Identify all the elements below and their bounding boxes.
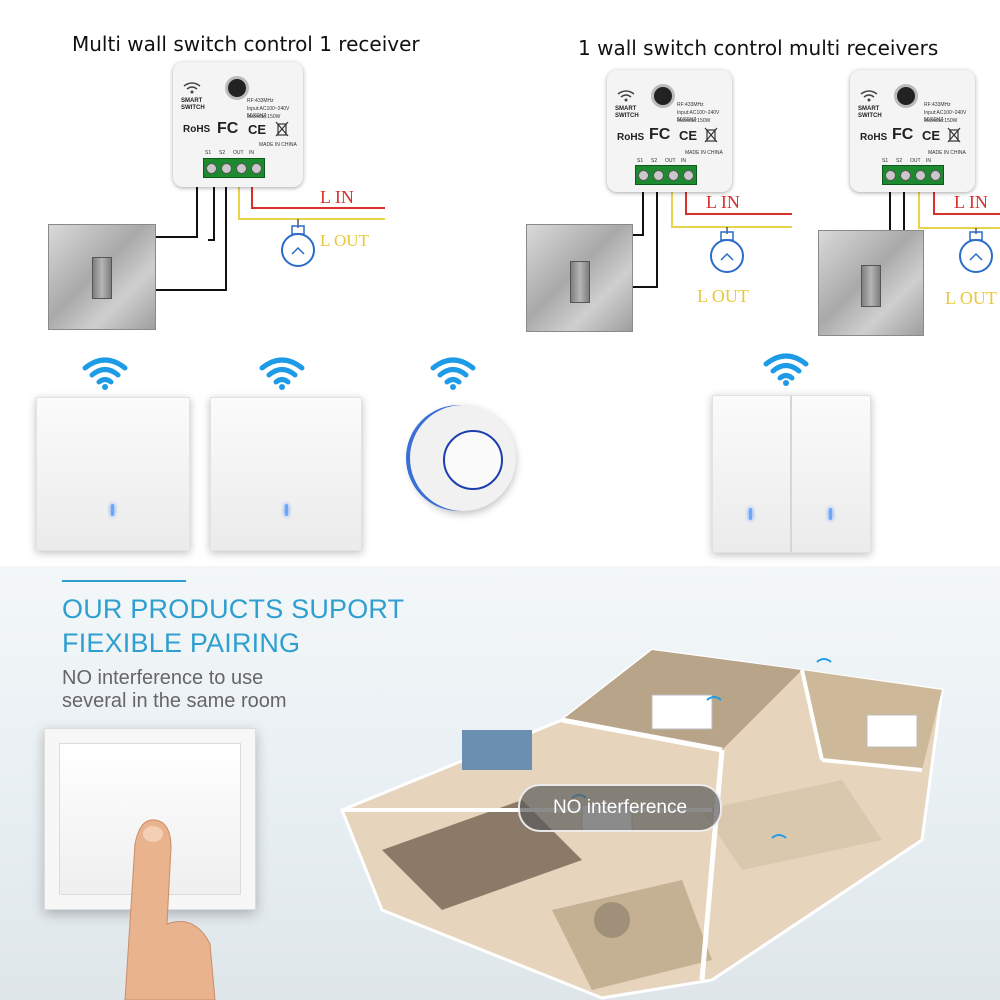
module-made-in-text: MADE IN CHINA xyxy=(685,150,723,156)
module-label-smart: SMART xyxy=(615,106,637,112)
heading-multi-switch-one-receiver: Multi wall switch control 1 receiver xyxy=(72,32,420,56)
led-indicator-left xyxy=(749,508,752,520)
promo-title-line2: FIEXIBLE PAIRING xyxy=(62,628,301,658)
gang-divider xyxy=(790,396,792,552)
crossed-bin-icon xyxy=(704,127,718,143)
module-made-in-text: MADE IN CHINA xyxy=(259,142,297,148)
wifi-signal-icon xyxy=(430,357,476,390)
terminal-label-s1: S1 xyxy=(882,158,889,164)
terminal-label-s2: S2 xyxy=(219,150,226,156)
terminal-label-in: IN xyxy=(249,150,254,156)
pressing-finger-icon xyxy=(124,819,216,1000)
module-made-in-text: MADE IN CHINA xyxy=(928,150,966,156)
terminal-block xyxy=(882,165,944,185)
wall-switch-plate-3 xyxy=(818,230,924,336)
terminal-label-s2: S2 xyxy=(896,158,903,164)
promo-sub-line1: NO interference to use xyxy=(62,667,264,689)
rocker-toggle xyxy=(570,261,590,303)
no-interference-badge: NO interference xyxy=(518,784,722,832)
module-label-smart: SMART xyxy=(181,98,203,104)
module-label-switch: SWITCH xyxy=(615,113,639,119)
led-indicator xyxy=(285,504,288,516)
wifi-icon xyxy=(183,82,201,94)
crossed-bin-icon xyxy=(947,127,961,143)
wiring-diagram xyxy=(152,174,1000,291)
heading-one-switch-multi-receivers: 1 wall switch control multi receivers xyxy=(578,36,939,60)
antenna-hole xyxy=(225,76,249,100)
rohs-mark: RoHS xyxy=(617,132,645,143)
rohs-mark: RoHS xyxy=(860,132,888,143)
terminal-label-out: OUT xyxy=(910,158,921,164)
rohs-mark: RoHS xyxy=(183,124,211,135)
remote-button-ring xyxy=(443,430,503,490)
module-rf-text: RF:433MHz xyxy=(677,102,704,108)
rf-round-remote[interactable] xyxy=(410,405,516,511)
module-max-text: Maxload:150W xyxy=(677,118,711,124)
receiver-module-2: SMART SWITCH RF:433MHz Input:AC100~240V … xyxy=(607,70,732,192)
led-indicator xyxy=(111,504,114,516)
crossed-bin-icon xyxy=(275,121,289,137)
module-max-text: Maxload:150W xyxy=(924,118,958,124)
fc-mark: FC xyxy=(649,126,671,143)
terminal-label-out: OUT xyxy=(233,150,244,156)
terminal-label-s2: S2 xyxy=(651,158,658,164)
antenna-hole xyxy=(651,84,675,108)
wiring-diagram-2 xyxy=(630,176,792,288)
rf-wall-switch-1[interactable] xyxy=(36,397,190,551)
promo-sub-line2: several in the same room xyxy=(62,690,287,712)
module-max-text: Maxload:150W xyxy=(247,114,281,120)
fc-mark: FC xyxy=(892,126,914,143)
terminal-label-s1: S1 xyxy=(637,158,644,164)
terminal-label-out: OUT xyxy=(665,158,676,164)
receiver-module-3: SMART SWITCH RF:433MHz Input:AC100~240V … xyxy=(850,70,975,192)
wall-switch-plate-1 xyxy=(48,224,156,330)
light-bulb-icon xyxy=(959,231,993,273)
module-input-text: Input:AC100~240V 50/60HZ xyxy=(677,110,720,123)
light-bulb-icon xyxy=(710,231,744,273)
module-label-smart: SMART xyxy=(858,106,880,112)
rf-wall-switch-2[interactable] xyxy=(210,397,362,551)
wifi-icon xyxy=(860,90,878,102)
l-in-label: L IN xyxy=(706,192,740,212)
rf-double-wall-switch[interactable] xyxy=(712,395,871,553)
fc-mark: FC xyxy=(217,120,239,137)
terminal-label-in: IN xyxy=(681,158,686,164)
l-in-label: L IN xyxy=(954,192,988,212)
terminal-label-s1: S1 xyxy=(205,150,212,156)
wifi-signal-icon xyxy=(259,357,305,390)
l-out-label: L OUT xyxy=(320,231,369,250)
module-rf-text: RF:433MHz xyxy=(924,102,951,108)
module-rf-text: RF:433MHz xyxy=(247,98,274,104)
wifi-signal-icon xyxy=(763,353,809,386)
l-in-label: L IN xyxy=(320,187,354,207)
ce-mark: CE xyxy=(679,128,698,143)
module-label-switch: SWITCH xyxy=(858,113,882,119)
promo-title-line1: OUR PRODUCTS SUPORT xyxy=(62,594,405,624)
promo-top-rule xyxy=(62,580,186,582)
ce-mark: CE xyxy=(248,122,267,137)
wifi-signal-icon xyxy=(82,357,128,390)
terminal-label-in: IN xyxy=(926,158,931,164)
terminal-block xyxy=(203,158,265,178)
wifi-icon xyxy=(617,90,635,102)
receiver-module-1: SMART SWITCH RF:433MHz Input:AC100~240V … xyxy=(173,62,303,187)
module-input-text: Input:AC100~240V 50/60HZ xyxy=(924,110,967,123)
l-out-label: L OUT xyxy=(697,286,749,306)
rocker-toggle xyxy=(861,265,881,307)
module-input-text: Input:AC100~240V 50/60HZ xyxy=(247,106,290,119)
wall-switch-plate-2 xyxy=(526,224,633,332)
terminal-block xyxy=(635,165,697,185)
led-indicator-right xyxy=(829,508,832,520)
promo-section: OUR PRODUCTS SUPORT FIEXIBLE PAIRING NO … xyxy=(0,566,1000,1000)
rocker-toggle xyxy=(92,257,112,299)
module-label-switch: SWITCH xyxy=(181,105,205,111)
l-out-label: L OUT xyxy=(945,288,997,308)
ce-mark: CE xyxy=(922,128,941,143)
antenna-hole xyxy=(894,84,918,108)
light-bulb-icon xyxy=(281,225,315,267)
